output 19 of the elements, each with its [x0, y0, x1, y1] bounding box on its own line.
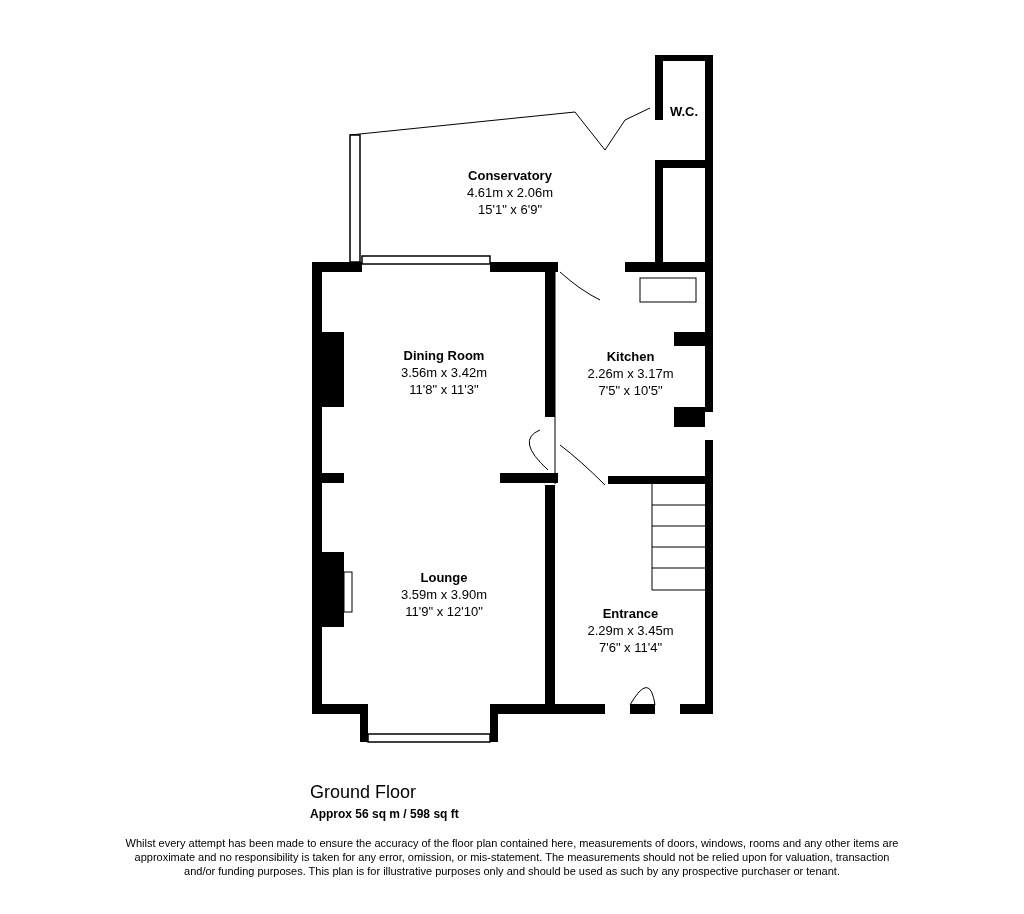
room-dimensions: 3.56m x 3.42m: [401, 363, 487, 381]
area-note: Approx 56 sq m / 598 sq ft: [310, 807, 459, 821]
room-dimensions: 7'6" x 11'4": [598, 638, 663, 656]
room-dimensions: 3.59m x 3.90m: [401, 585, 487, 603]
room-dimensions: 7'5" x 10'5": [598, 381, 663, 399]
room-name: Kitchen: [606, 347, 655, 365]
room-name: Dining Room: [403, 346, 485, 364]
room-dimensions: 4.61m x 2.06m: [467, 184, 553, 201]
room-dimensions: 11'8" x 11'3": [409, 380, 479, 398]
room-dimensions: 11'9" x 12'10": [405, 602, 483, 620]
room-name: Conservatory: [468, 167, 552, 184]
room-dimensions: 2.26m x 3.17m: [587, 364, 674, 382]
room-dimensions: 2.29m x 3.45m: [587, 621, 674, 639]
room-dimensions: 15'1" x 6'9": [477, 201, 543, 218]
plan-title: Ground Floor: [310, 782, 417, 803]
room-name: Lounge: [420, 568, 468, 586]
room-name: W.C.: [669, 103, 699, 120]
room-name: Entrance: [602, 604, 659, 622]
disclaimer-text: Whilst every attempt has been made to ensure the accuracy of the floor plan contained here, measurements of doors, windows, rooms and any other items are approximate and no responsibility is taken for any error, omission, or mis-statement. The measurements should not be relied upon for valuation, transaction and/or funding purposes. This plan is for illustrative purposes only and should be used as such by any prospective purchaser or tenant.: [124, 836, 900, 878]
